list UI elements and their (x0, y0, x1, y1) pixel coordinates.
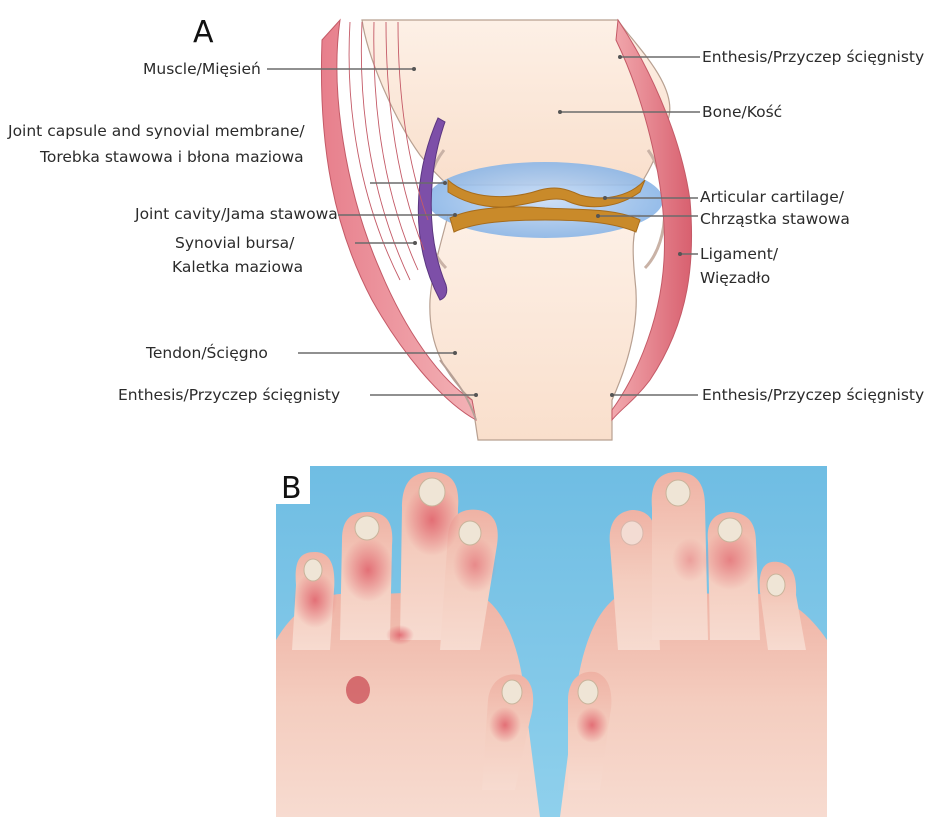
panel-b-photo: B (276, 466, 827, 817)
label-tendon: Tendon/Ścięgno (145, 343, 268, 362)
label-enthesis-top-right: Enthesis/Przyczep ścięgnisty (702, 48, 924, 66)
label-bone: Bone/Kość (702, 103, 782, 121)
label-enthesis-bottom-left: Enthesis/Przyczep ścięgnisty (118, 386, 340, 404)
label-ligament-line2: Więzadło (700, 269, 770, 287)
label-synovial-bursa-line2: Kaletka maziowa (172, 258, 303, 276)
panel-a-diagram: A Muscle/Mięsień Joint capsule and synov… (7, 15, 924, 440)
label-muscle: Muscle/Mięsień (143, 60, 261, 78)
label-cartilage-line2: Chrząstka stawowa (700, 210, 850, 228)
label-enthesis-bottom-right: Enthesis/Przyczep ścięgnisty (702, 386, 924, 404)
label-joint-capsule-line1: Joint capsule and synovial membrane/ (7, 122, 305, 140)
panel-a-letter: A (193, 15, 214, 50)
label-joint-capsule-line2: Torebka stawowa i błona maziowa (39, 148, 304, 166)
label-joint-cavity: Joint cavity/Jama stawowa (134, 205, 338, 223)
label-ligament-line1: Ligament/ (700, 245, 779, 263)
panel-b-letter: B (281, 471, 302, 506)
label-cartilage-line1: Articular cartilage/ (700, 188, 845, 206)
label-synovial-bursa-line1: Synovial bursa/ (175, 234, 295, 252)
